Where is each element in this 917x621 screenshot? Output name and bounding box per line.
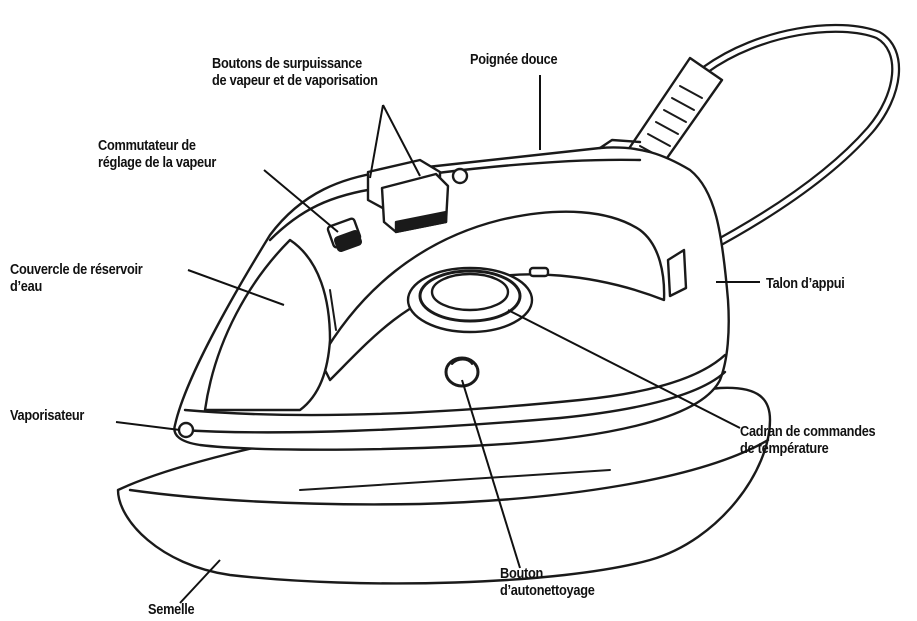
sprayer-nozzle: [179, 423, 193, 437]
leader-sprayer: [116, 422, 180, 430]
label-soft-handle: Poignée douce: [470, 52, 557, 69]
label-soleplate: Semelle: [148, 602, 194, 619]
label-temp-dial: Cadran de commandes de température: [740, 424, 875, 458]
label-steam-switch: Commutateur de réglage de la vapeur: [98, 138, 216, 172]
label-tank-cover: Couvercle de réservoir d’eau: [10, 262, 143, 296]
leader-boost-a: [370, 105, 383, 178]
label-boost-buttons: Boutons de surpuissance de vapeur et de …: [212, 56, 378, 90]
label-self-clean: Bouton d’autonettoyage: [500, 566, 595, 600]
heel-rest: [668, 250, 686, 296]
power-cord: [705, 28, 896, 250]
label-sprayer: Vaporisateur: [10, 408, 84, 425]
label-heel-rest: Talon d’appui: [766, 276, 845, 293]
